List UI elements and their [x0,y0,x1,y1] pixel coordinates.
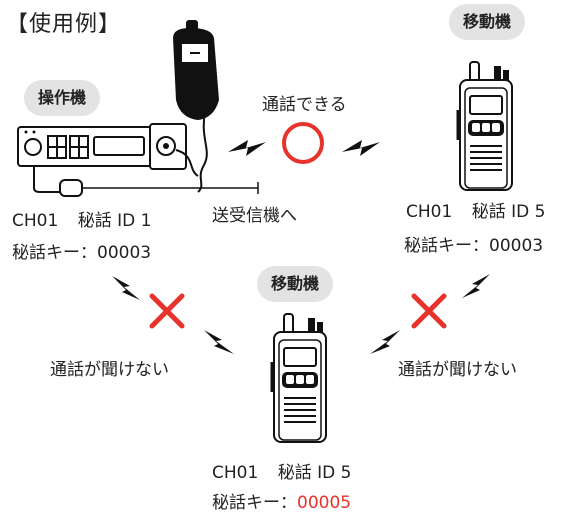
radio-wave-icon [228,140,266,156]
cannot-hear-left-text: 通話が聞けない [50,360,169,380]
ok-circle-icon [282,122,324,164]
secret-id-label: 秘話 ID [77,211,136,231]
secret-id-label: 秘話 ID [277,463,336,483]
ng-cross-icon [149,293,185,329]
secret-id-value: 5 [340,463,352,483]
communicate-ok-text: 通話できる [262,95,347,115]
secret-id-value: 1 [140,211,152,231]
radio-wave-icon [342,140,380,156]
page-title: 【使用例】 [6,12,122,37]
handheld-radio-top-illustration [456,61,513,191]
channel-value: CH01 [406,202,453,222]
key-value: 00003 [489,236,544,256]
radio-wave-icon [370,330,400,354]
channel-value: CH01 [212,463,259,483]
mobile-bottom-label: 移動機 [257,266,334,302]
mobile-top-label: 移動機 [449,4,526,40]
bottom-unit-info: CH01 秘話 ID 5 [212,458,351,483]
bottom-unit-key: 秘話キー：00005 [212,488,351,513]
ng-cross-icon [411,293,447,329]
operator-label: 操作機 [24,80,101,116]
left-unit-key: 秘話キー：00003 [12,238,151,263]
channel-value: CH01 [12,211,59,231]
right-unit-key: 秘話キー：00003 [404,231,543,256]
key-label: 秘話キー： [212,493,297,513]
key-value: 00003 [97,243,152,263]
radio-wave-icon [112,276,140,300]
key-label: 秘話キー： [12,243,97,263]
secret-id-label: 秘話 ID [471,202,530,222]
key-value-mismatch: 00005 [297,493,352,513]
radio-wave-icon [204,330,234,354]
left-unit-info: CH01 秘話 ID 1 [12,206,151,231]
cannot-hear-right-text: 通話が聞けない [398,360,517,380]
radio-wave-icon [462,274,490,298]
secret-id-value: 5 [534,202,546,222]
to-transceiver-text: 送受信機へ [212,206,297,226]
right-unit-info: CH01 秘話 ID 5 [406,197,545,222]
key-label: 秘話キー： [404,236,489,256]
handheld-radio-bottom-illustration [270,313,327,443]
